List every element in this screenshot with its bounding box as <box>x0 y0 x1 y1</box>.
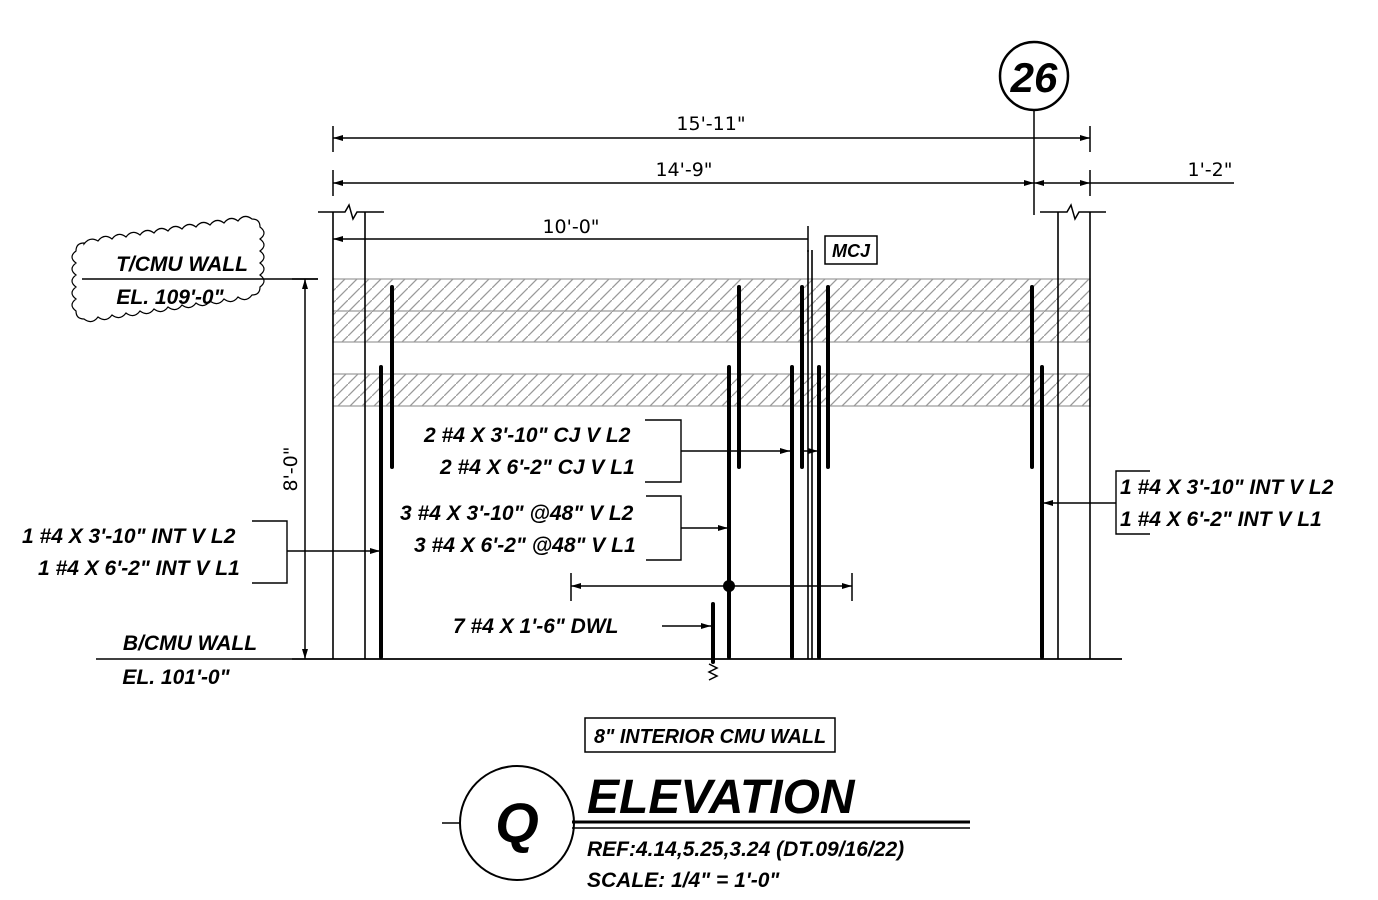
rebar-group <box>379 285 1044 681</box>
wall-type-tag: 8" INTERIOR CMU WALL <box>584 717 836 753</box>
bottom-of-wall-elevation: EL. 101'-0" <box>122 666 230 689</box>
dimension-to-joint-label: 10'-0" <box>542 216 599 238</box>
callout-spaced-line2-tag: L1 <box>611 534 636 557</box>
dowel-hook-icon <box>707 663 719 681</box>
joint-tag: MCJ <box>824 235 878 265</box>
callout-cj-line1-tag: L2 <box>606 424 631 447</box>
callout-cj-line1: 2 #4 X 3'-10" CJ V <box>423 424 606 447</box>
svg-text:1 #4 X 3'-10" INT V L2: 1 #4 X 3'-10" INT V L2 <box>22 525 236 548</box>
reference-text: REF:4.14,5.25,3.24 (DT.09/16/22) <box>587 838 904 861</box>
title-block: Q ELEVATION REF:4.14,5.25,3.24 (DT.09/16… <box>442 765 970 892</box>
callout-spaced-line1: 3 #4 X 3'-10" @48" V <box>400 502 609 525</box>
scale-text: SCALE: 1/4" = 1'-0" <box>587 869 780 892</box>
grid-bubble-label: 26 <box>1010 54 1058 101</box>
detail-mark-label: Q <box>495 791 539 854</box>
callout-cj-line2-tag: L1 <box>610 456 635 479</box>
svg-text:3 #4 X 3'-10" @48" V L2: 3 #4 X 3'-10" @48" V L2 <box>400 502 634 525</box>
svg-text:2 #4 X 3'-10" CJ V L2: 2 #4 X 3'-10" CJ V L2 <box>423 424 631 447</box>
wall-type-label: 8" INTERIOR CMU WALL <box>594 726 826 748</box>
callout-right: 1 #4 X 3'-10" INT V L2 1 #4 X 6'-2" INT … <box>1043 470 1334 535</box>
callout-left-line1-tag: L2 <box>211 525 236 548</box>
callout-left-line1: 1 #4 X 3'-10" INT V <box>22 525 211 548</box>
dimension-beyond-grid: 1'-2" <box>1034 159 1234 186</box>
dimension-to-grid-label: 14'-9" <box>655 159 712 181</box>
joint-tag-label: MCJ <box>832 241 871 261</box>
break-line-right <box>1040 203 1106 221</box>
callout-spaced-line2: 3 #4 X 6'-2" @48" V <box>414 534 611 557</box>
dimension-height-label: 8'-0" <box>280 447 302 492</box>
spacing-dimension <box>570 573 853 601</box>
callout-right-line1: 1 #4 X 3'-10" INT V L2 <box>1120 476 1334 499</box>
grid-bubble: 26 <box>998 40 1070 215</box>
callout-left-line2: 1 #4 X 6'-2" INT V <box>38 557 215 580</box>
revision-cloud <box>71 215 265 323</box>
callout-spaced: 3 #4 X 3'-10" @48" V L2 3 #4 X 6'-2" @48… <box>400 495 728 561</box>
svg-text:1 #4 X 6'-2" INT V L1: 1 #4 X 6'-2" INT V L1 <box>38 557 240 580</box>
bottom-of-wall-label: B/CMU WALL <box>123 632 257 655</box>
callout-cj-line2: 2 #4 X 6'-2" CJ V <box>439 456 610 479</box>
svg-text:3 #4 X 6'-2" @48" V L1: 3 #4 X 6'-2" @48" V L1 <box>414 534 636 557</box>
top-of-wall-label: T/CMU WALL <box>116 253 248 276</box>
dimension-beyond-grid-label: 1'-2" <box>1188 159 1233 181</box>
svg-text:2 #4 X 6'-2" CJ V L1: 2 #4 X 6'-2" CJ V L1 <box>439 456 635 479</box>
callout-left: 1 #4 X 3'-10" INT V L2 1 #4 X 6'-2" INT … <box>22 520 380 584</box>
dimension-to-grid: 14'-9" <box>332 159 1091 196</box>
dimension-overall-label: 15'-11" <box>676 113 745 135</box>
wall-outline <box>318 212 1122 660</box>
spacing-dot-icon <box>723 580 735 592</box>
callout-cj: 2 #4 X 3'-10" CJ V L2 2 #4 X 6'-2" CJ V … <box>423 419 818 483</box>
dimension-height: 8'-0" <box>280 278 318 660</box>
callout-right-line2: 1 #4 X 6'-2" INT V L1 <box>1120 508 1322 531</box>
callout-spaced-line1-tag: L2 <box>609 502 634 525</box>
callout-dowel-label: 7 #4 X 1'-6" DWL <box>453 615 619 638</box>
bottom-of-wall-marker: B/CMU WALL EL. 101'-0" <box>96 632 318 689</box>
break-line-left <box>318 203 384 221</box>
top-of-wall-elevation: EL. 109'-0" <box>116 286 224 309</box>
callout-left-line2-tag: L1 <box>215 557 240 580</box>
bond-beams <box>332 278 1091 407</box>
dimension-to-joint: 10'-0" <box>333 216 809 252</box>
dimension-overall: 15'-11" <box>332 113 1091 152</box>
title-text: ELEVATION <box>587 771 856 824</box>
callout-dowel: 7 #4 X 1'-6" DWL <box>453 615 711 638</box>
top-of-wall-marker: T/CMU WALL EL. 109'-0" <box>71 215 318 323</box>
